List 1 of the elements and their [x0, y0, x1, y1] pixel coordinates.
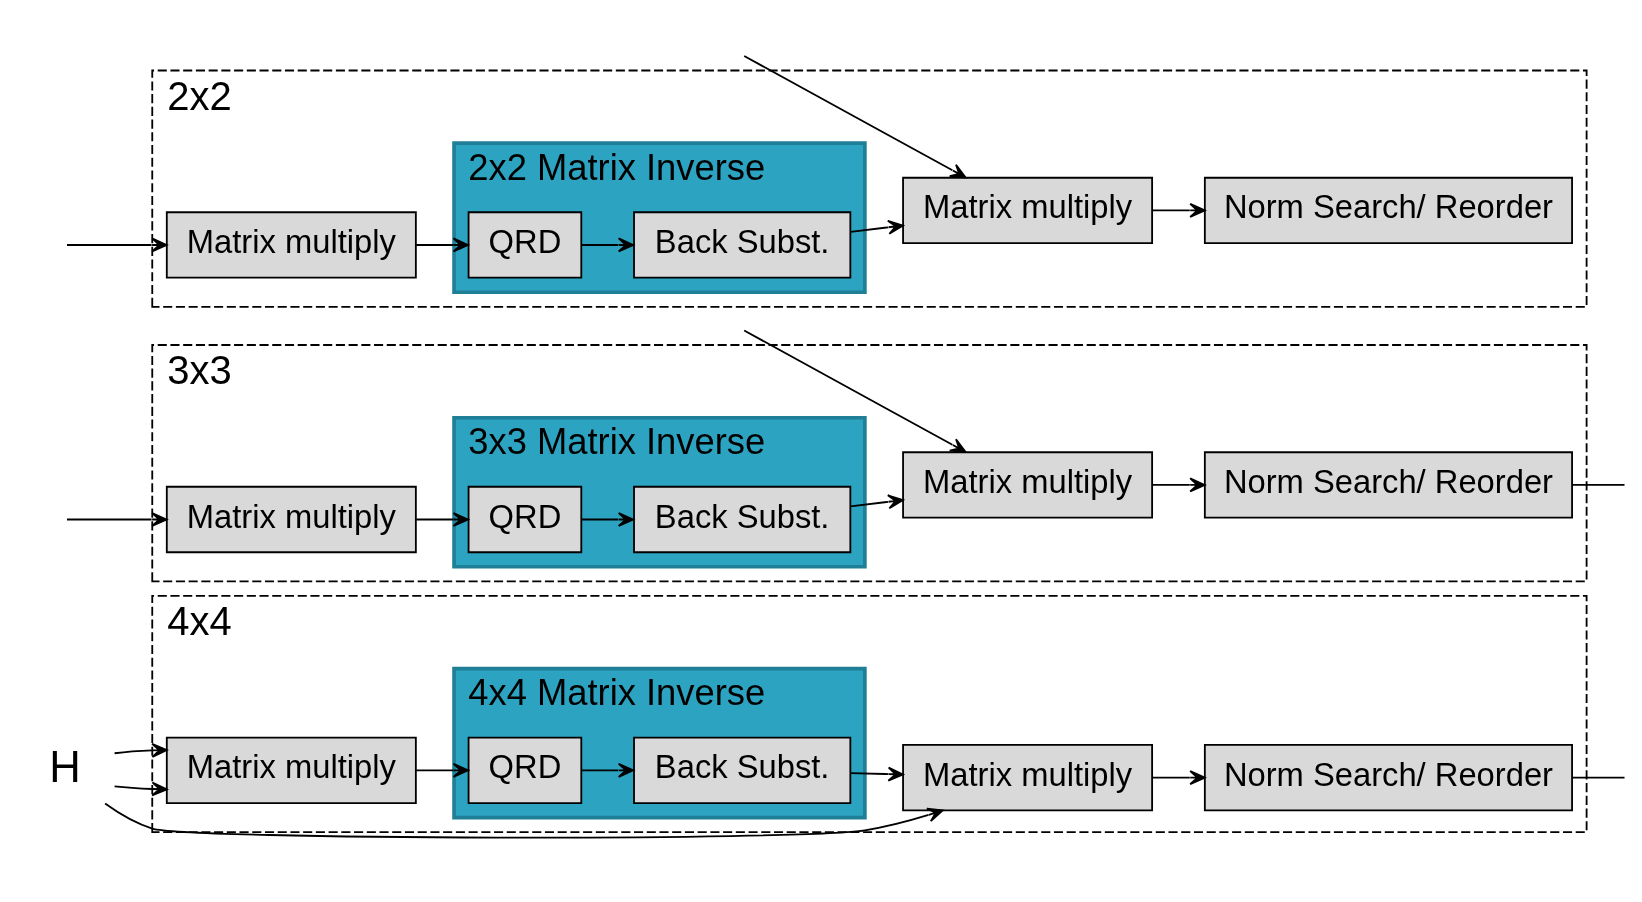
node-text: H [49, 742, 81, 791]
